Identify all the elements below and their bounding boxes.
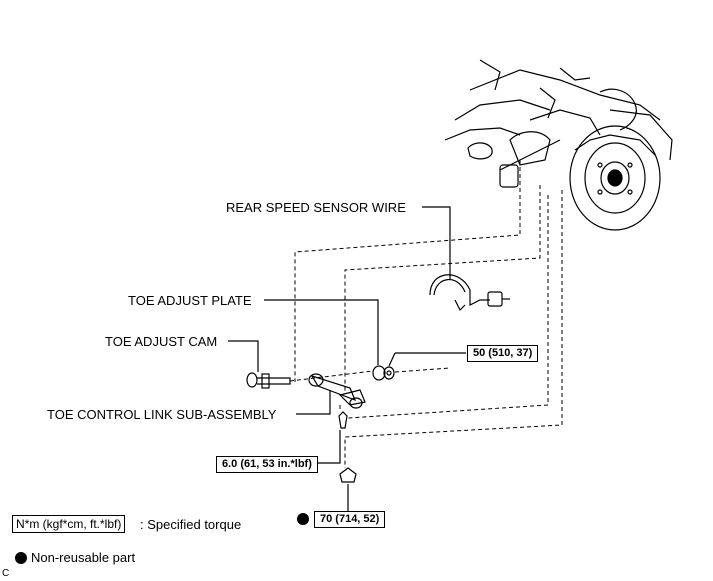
toe-adjust-cam-part [246, 372, 291, 389]
torque-spec-nut: 50 (510, 37) [467, 345, 539, 362]
label-rear-speed-sensor-wire: REAR SPEED SENSOR WIRE [226, 200, 406, 215]
rear-speed-sensor-wire-part [429, 274, 510, 312]
corner-mark: C [2, 568, 10, 579]
legend-torque-desc: : Specified torque [140, 517, 242, 532]
toe-control-link-part [308, 373, 366, 409]
label-toe-control-link: TOE CONTROL LINK SUB-ASSEMBLY [47, 407, 277, 422]
lower-nut-part [339, 467, 357, 483]
label-toe-adjust-cam: TOE ADJUST CAM [105, 334, 218, 349]
torque-spec-lower-nut: 70 (714, 52) [314, 511, 386, 528]
rear-suspension-assembly [444, 59, 673, 188]
legend-torque-unit: N*m (kgf*cm, ft.*lbf) [12, 515, 126, 533]
legend-nonreusable-desc: Non-reusable part [31, 550, 136, 565]
label-toe-adjust-plate: TOE ADJUST PLATE [128, 293, 252, 308]
leader-lines [228, 206, 466, 519]
nonreusable-marker [297, 513, 309, 525]
link-bolt-part [338, 411, 348, 429]
brake-disc [569, 125, 661, 231]
toe-adjust-plate-part [372, 365, 395, 381]
dashed-alignment-lines [289, 160, 563, 468]
torque-spec-bolt: 6.0 (61, 53 in.*lbf) [216, 456, 318, 473]
legend-nonreusable-dot [15, 552, 27, 564]
